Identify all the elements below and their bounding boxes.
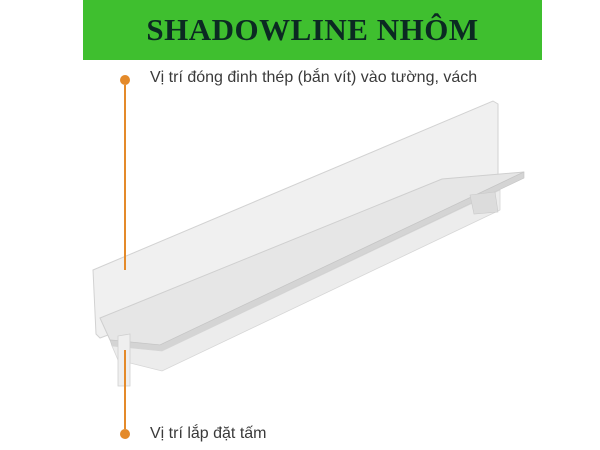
page-title: SHADOWLINE NHÔM: [146, 12, 479, 47]
panel-position-label: Vị trí lắp đặt tấm: [150, 425, 267, 442]
bottom-leader-line: [124, 350, 126, 429]
top-leader-line: [124, 85, 126, 270]
top-callout-dot: [120, 75, 130, 85]
bottom-callout-dot: [120, 429, 130, 439]
inner-step: [469, 191, 499, 215]
nail-position-label: Vị trí đóng đinh thép (bắn vít) vào tườn…: [150, 69, 478, 86]
title-banner: SHADOWLINE NHÔM: [83, 0, 542, 60]
